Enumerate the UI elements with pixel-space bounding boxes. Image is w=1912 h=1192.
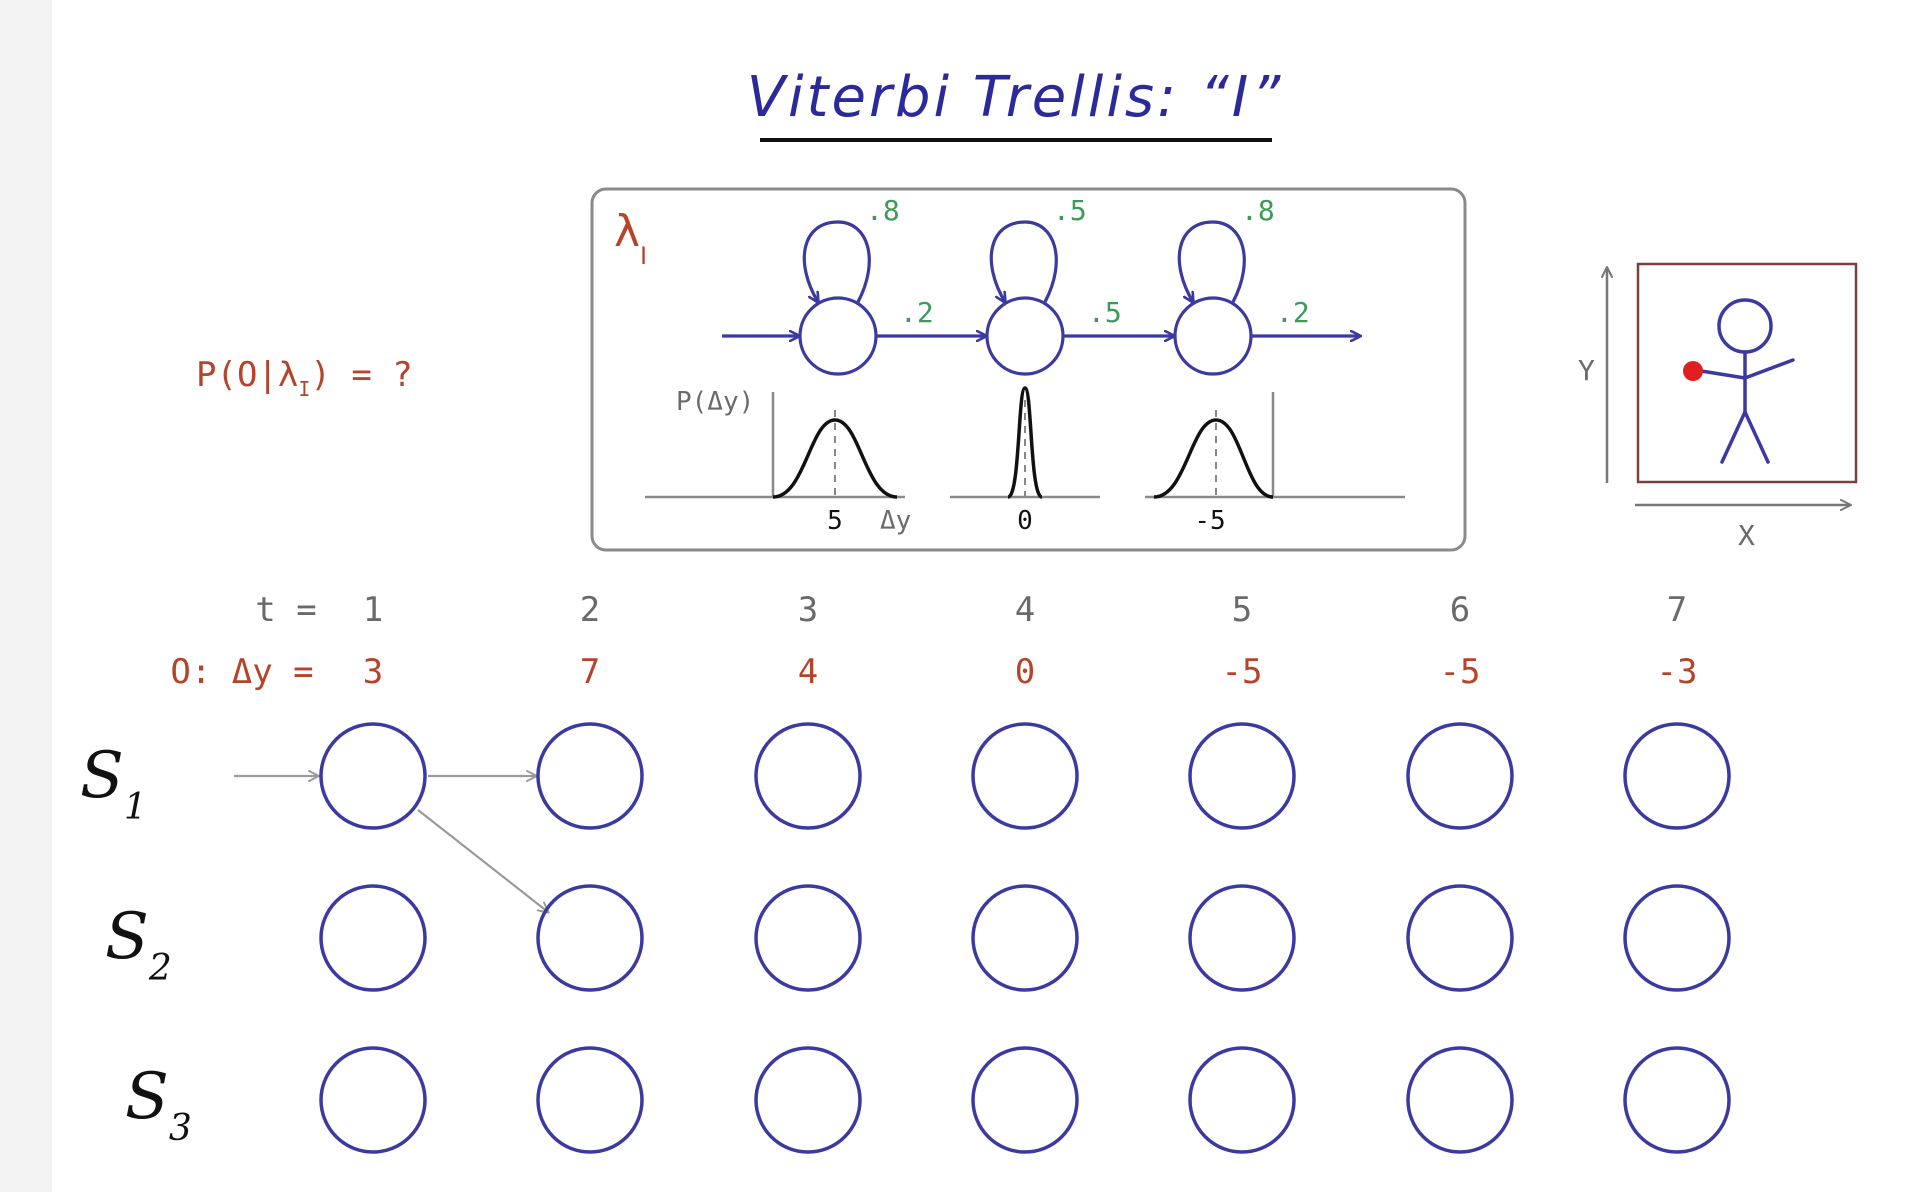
left-margin-strip [0, 0, 52, 1192]
observation-value-t7: -3 [1657, 652, 1698, 692]
trellis-node-s2-t1 [319, 884, 427, 992]
trellis-node-s2-t6 [1406, 884, 1514, 992]
observation-value-t3: 4 [798, 652, 818, 692]
observation-label: O: Δy = [170, 652, 313, 692]
time-step-6: 6 [1450, 590, 1470, 630]
observation-row: 3 7 4 0 -5 -5 -3 [363, 652, 1698, 692]
self-loop-3 [1177, 220, 1246, 302]
self-prob-1: .8 [866, 194, 900, 227]
trellis-node-s3-t4 [971, 1046, 1079, 1154]
self-loop-1 [802, 220, 871, 302]
state-labels: S1 S2 S3 [80, 739, 192, 1149]
state-label-1: S1 [80, 739, 147, 828]
trellis-grid [319, 722, 1731, 1154]
trellis-node-s3-t6 [1406, 1046, 1514, 1154]
trellis-node-s1-t2 [536, 722, 644, 830]
model-lambda-sub: I [640, 242, 647, 270]
hand-marker-dot [1683, 361, 1703, 381]
model-label: λI [614, 206, 647, 270]
trellis-node-s1-t7 [1623, 722, 1731, 830]
trellis-node-s2-t4 [971, 884, 1079, 992]
time-step-4: 4 [1015, 590, 1035, 630]
forward-prob-3: .2 [1276, 296, 1310, 329]
title-group: Viterbi Trellis: “I” [747, 65, 1284, 142]
gesture-x-label: X [1738, 519, 1755, 552]
trellis-node-s1-t3 [754, 722, 862, 830]
time-step-5: 5 [1232, 590, 1252, 630]
emission-curve-1 [772, 418, 898, 499]
emission-mean-label-3: -5 [1194, 506, 1225, 536]
trellis-node-s1-t4 [971, 722, 1079, 830]
trellis-node-s2-t7 [1623, 884, 1731, 992]
time-step-1: 1 [363, 590, 383, 630]
emission-curve-3 [1153, 418, 1274, 499]
trellis-edges [234, 770, 550, 914]
state-label-2: S2 [105, 900, 172, 989]
time-label: t = [255, 590, 316, 630]
stick-figure-icon [1693, 298, 1795, 464]
observation-value-t1: 3 [363, 652, 383, 692]
trellis-node-s1-t1 [319, 722, 427, 830]
question-p: P(O|λ [196, 355, 298, 395]
trellis-node-s1-t6 [1406, 722, 1514, 830]
question-rest: ) = ? [310, 355, 412, 395]
trellis-node-s2-t5 [1188, 884, 1296, 992]
gesture-frame: Y X [1578, 262, 1858, 552]
time-step-3: 3 [798, 590, 818, 630]
trellis-node-s3-t5 [1188, 1046, 1296, 1154]
time-row: 1 2 3 4 5 6 7 [363, 590, 1687, 630]
emission-ylabel: P(Δy) [676, 387, 754, 417]
observation-value-t5: -5 [1222, 652, 1263, 692]
emission-curve-2 [1006, 386, 1044, 499]
trellis-node-s1-t5 [1188, 722, 1296, 830]
page-title: Viterbi Trellis: “I” [747, 65, 1284, 130]
question-text: P(O|λI) = ? [196, 355, 413, 401]
state-label-3: S3 [125, 1060, 192, 1149]
observation-value-t6: -5 [1440, 652, 1481, 692]
time-step-7: 7 [1667, 590, 1687, 630]
emission-plots: P(Δy) 5 0 -5 Δy [645, 386, 1405, 536]
question-sub: I [298, 377, 310, 401]
emission-xlabel: Δy [880, 506, 911, 536]
emission-mean-label-2: 0 [1017, 506, 1033, 536]
gesture-y-label: Y [1578, 354, 1595, 387]
trellis-node-s3-t2 [536, 1046, 644, 1154]
time-step-2: 2 [580, 590, 600, 630]
trellis-node-s2-t3 [754, 884, 862, 992]
trellis-node-s3-t3 [754, 1046, 862, 1154]
trellis-header: t = O: Δy = 1 2 3 4 5 6 7 3 7 4 0 -5 -5 -3 [170, 590, 1697, 692]
model-frame [590, 187, 1467, 552]
trellis-node-s3-t1 [319, 1046, 427, 1154]
trellis-node-s2-t2 [536, 884, 644, 992]
self-loop-2 [989, 220, 1058, 302]
trellis-node-s3-t7 [1623, 1046, 1731, 1154]
model-state-2 [985, 296, 1065, 376]
model-state-1 [798, 296, 878, 376]
observation-value-t4: 0 [1015, 652, 1035, 692]
self-prob-3: .8 [1241, 194, 1275, 227]
forward-prob-1: .2 [900, 296, 934, 329]
hmm-model-panel: λI .8 .5 .8 .2 .5 .2 P(Δy) [590, 187, 1467, 552]
model-state-3 [1173, 296, 1253, 376]
self-prob-2: .5 [1053, 194, 1087, 227]
trellis-edge-s1t1-s2t2 [417, 809, 550, 914]
forward-prob-2: .5 [1088, 296, 1122, 329]
model-lambda: λ [614, 206, 640, 257]
observation-value-t2: 7 [580, 652, 600, 692]
gesture-box [1636, 262, 1858, 484]
emission-mean-label-1: 5 [827, 506, 843, 536]
